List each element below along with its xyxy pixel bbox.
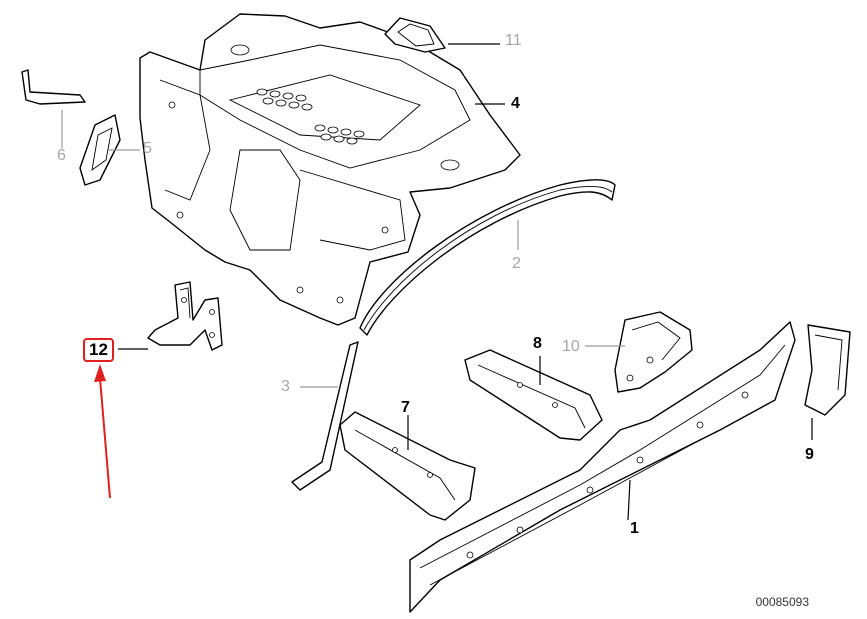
part-9-end-cap <box>804 324 851 416</box>
leader-lines <box>61 43 813 521</box>
highlight-arrow <box>94 364 111 499</box>
part-3-vertical-strip <box>291 341 359 491</box>
part-1-sill <box>409 321 796 613</box>
part-6-bracket <box>21 69 86 105</box>
rear-panel-vent-holes <box>256 88 365 145</box>
callout-11: 11 <box>505 32 522 49</box>
part-4-rear-panel <box>139 13 521 326</box>
part-7-rail <box>339 411 476 521</box>
part-11-bracket <box>384 17 446 53</box>
callout-10: 10 <box>562 338 580 355</box>
part-12-bracket <box>147 281 223 351</box>
part-2-trim-strip <box>359 179 616 336</box>
callout-5: 5 <box>143 140 152 157</box>
part-8-rail <box>464 349 603 441</box>
callout-1: 1 <box>630 520 639 537</box>
callout-7: 7 <box>401 399 410 416</box>
diagram-reference-number: 00085093 <box>755 595 809 609</box>
callout-9: 9 <box>805 446 814 463</box>
callout-3: 3 <box>281 378 290 395</box>
part-5-brace <box>79 114 121 186</box>
callout-2: 2 <box>512 255 521 272</box>
callout-4: 4 <box>511 95 520 112</box>
callout-6: 6 <box>57 147 66 164</box>
callout-12-highlighted: 12 <box>83 338 114 362</box>
part-10-pillar <box>614 311 693 393</box>
callout-8: 8 <box>533 335 542 352</box>
